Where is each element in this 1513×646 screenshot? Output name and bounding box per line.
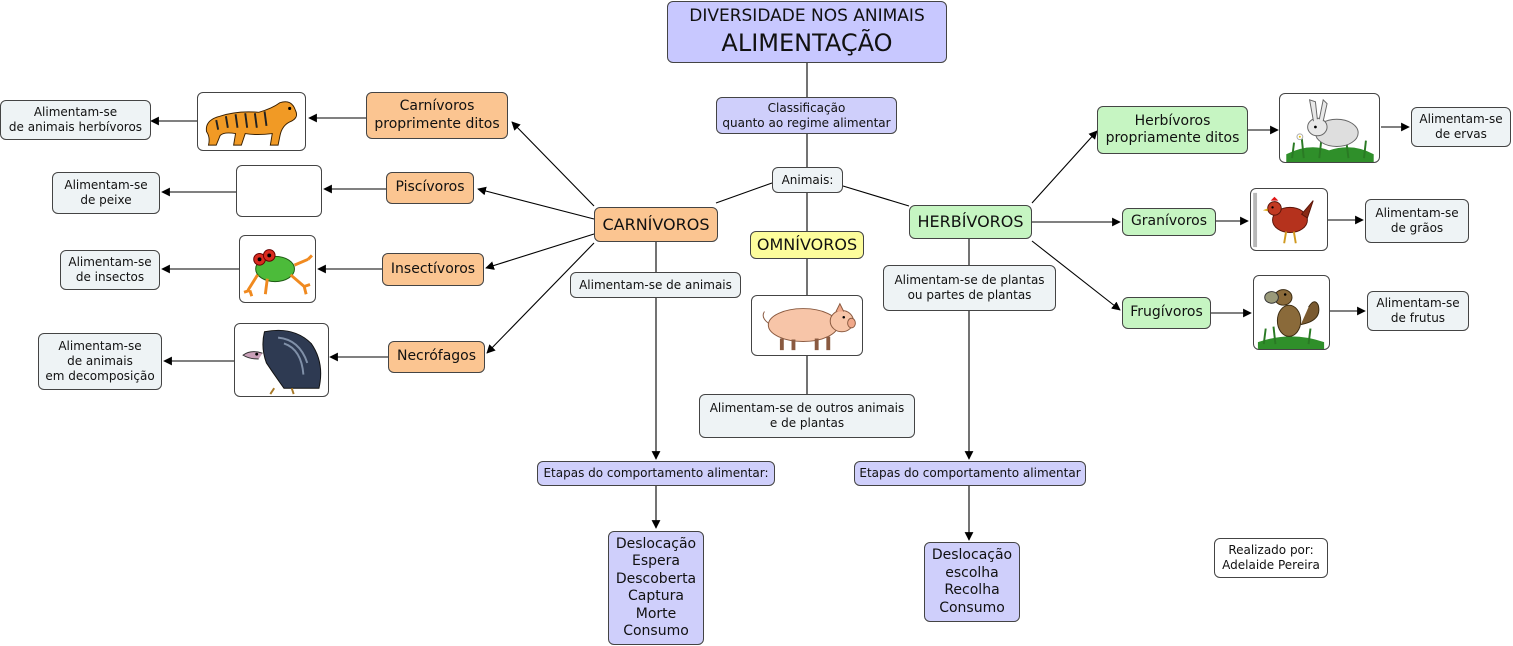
desc-carnivoros-proprimente: Alimentam-se de animais herbívoros xyxy=(0,100,151,140)
author-credit: Realizado por: Adelaide Pereira xyxy=(1214,538,1328,578)
map-title: DIVERSIDADE NOS ANIMAIS ALIMENTAÇÃO xyxy=(667,1,947,63)
group-necrofagos: Necrófagos xyxy=(388,341,485,373)
squirrel-image xyxy=(1253,275,1330,350)
frog-image xyxy=(239,235,316,303)
carnivoros-etapas-title: Etapas do comportamento alimentar: xyxy=(537,461,775,486)
carnivoros-node: CARNÍVOROS xyxy=(594,207,718,242)
animais-node: Animais: xyxy=(772,167,843,193)
desc-frugivoros: Alimentam-se de frutus xyxy=(1367,291,1469,331)
desc-necrofagos: Alimentam-se de animais em decomposição xyxy=(38,333,162,390)
piscivoros-image-placeholder xyxy=(236,165,322,217)
title-line-1: DIVERSIDADE NOS ANIMAIS xyxy=(689,6,925,27)
omnivoros-desc: Alimentam-se de outros animais e de plan… xyxy=(699,394,915,438)
desc-herbivoros-propriamente: Alimentam-se de ervas xyxy=(1411,107,1511,147)
title-line-2: ALIMENTAÇÃO xyxy=(721,28,893,57)
vulture-image xyxy=(234,323,329,397)
carnivoros-etapas-list: Deslocação Espera Descoberta Captura Mor… xyxy=(608,531,704,645)
herbivoros-etapas-list: Deslocação escolha Recolha Consumo xyxy=(924,542,1020,622)
rabbit-image xyxy=(1279,93,1380,163)
herbivoros-node: HERBÍVOROS xyxy=(909,205,1032,239)
desc-insectivoros: Alimentam-se de insectos xyxy=(60,250,160,290)
herbivoros-desc: Alimentam-se de plantas ou partes de pla… xyxy=(883,265,1056,311)
desc-piscivoros: Alimentam-se de peixe xyxy=(52,172,160,214)
group-insectivoros: Insectívoros xyxy=(382,253,484,286)
desc-granivoros: Alimentam-se de grãos xyxy=(1365,199,1469,243)
hen-image xyxy=(1250,188,1328,251)
group-granivoros: Granívoros xyxy=(1122,208,1216,236)
pig-image xyxy=(751,295,863,356)
tiger-image xyxy=(197,92,306,151)
omnivoros-node: OMNÍVOROS xyxy=(750,231,864,259)
carnivoros-desc: Alimentam-se de animais xyxy=(570,272,741,298)
group-frugivoros: Frugívoros xyxy=(1122,297,1211,329)
group-carnivoros-proprimente: Carnívoros proprimente ditos xyxy=(366,92,508,139)
classificacao-node: Classificação quanto ao regime alimentar xyxy=(716,97,897,134)
group-piscivoros: Piscívoros xyxy=(386,172,474,204)
herbivoros-etapas-title: Etapas do comportamento alimentar xyxy=(854,461,1086,486)
group-herbivoros-propriamente: Herbívoros propriamente ditos xyxy=(1097,106,1248,154)
